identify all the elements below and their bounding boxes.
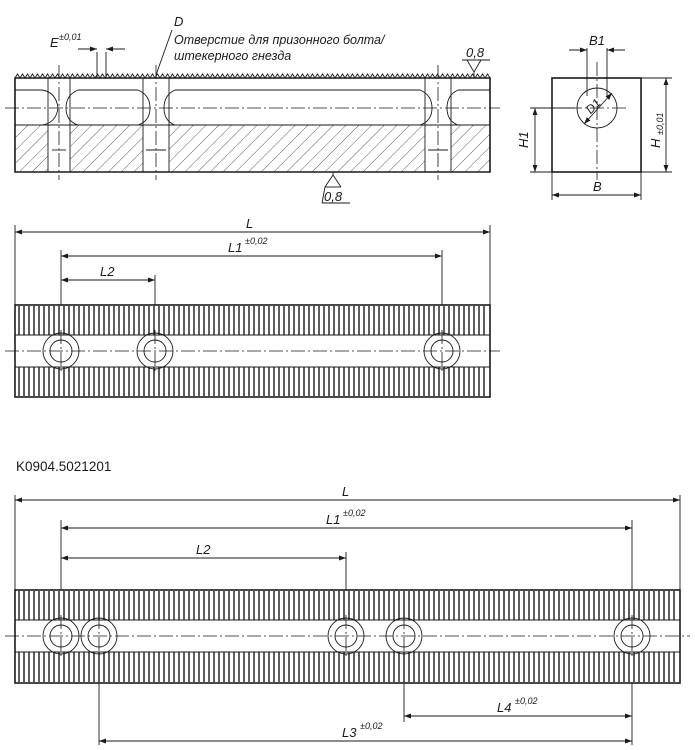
b1-label: B1 <box>589 33 605 48</box>
roughness-bottom-label: 0,8 <box>324 189 343 204</box>
section-hatching <box>15 125 490 172</box>
tol-e-label: E <box>50 35 59 50</box>
l2-bottom-label: L2 <box>196 542 211 557</box>
l-bottom-label: L <box>342 484 349 499</box>
rack-top-view-2 <box>14 589 681 684</box>
l3-bottom-label: L3 <box>342 725 357 740</box>
d1-label: D1 <box>583 96 604 117</box>
tol-e-sup: ±0,01 <box>59 32 81 42</box>
l1-bottom-sup: ±0,02 <box>343 508 365 518</box>
l2-top-label: L2 <box>100 264 115 279</box>
h-sup: ±0,01 <box>655 113 665 135</box>
l1-bottom-label: L1 <box>326 512 340 527</box>
h1-label: H1 <box>516 131 531 148</box>
hole-d-label: D <box>174 14 183 29</box>
hole-note-line1: Отверстие для призонного болта/ <box>174 33 386 47</box>
top-view-3-holes: L L1 ±0,02 L2 <box>5 216 500 398</box>
section-view: E ±0,01 D Отверстие для призонного болта… <box>5 14 500 204</box>
rack-teeth-profile <box>14 73 491 79</box>
b-label: B <box>593 179 602 194</box>
l4-bottom-sup: ±0,02 <box>515 696 537 706</box>
h-label: H <box>648 138 663 148</box>
top-view-5-holes: L L1 ±0,02 L2 L4 ±0,02 <box>5 484 690 745</box>
roughness-top-label: 0,8 <box>466 45 485 60</box>
l4-bottom-label: L4 <box>497 700 511 715</box>
l-top-label: L <box>246 216 253 231</box>
roughness-symbol-top <box>462 59 490 73</box>
l1-top-sup: ±0,02 <box>245 236 267 246</box>
end-view-outline <box>551 77 642 173</box>
end-view: D1 B1 H1 H ±0,01 B <box>516 33 672 200</box>
l1-top-label: L1 <box>228 240 242 255</box>
hole-note-line2: штекерного гнезда <box>174 49 291 63</box>
l3-bottom-sup: ±0,02 <box>360 721 382 731</box>
rack-section-outline <box>14 77 491 173</box>
part-code: K0904.5021201 <box>16 459 111 474</box>
